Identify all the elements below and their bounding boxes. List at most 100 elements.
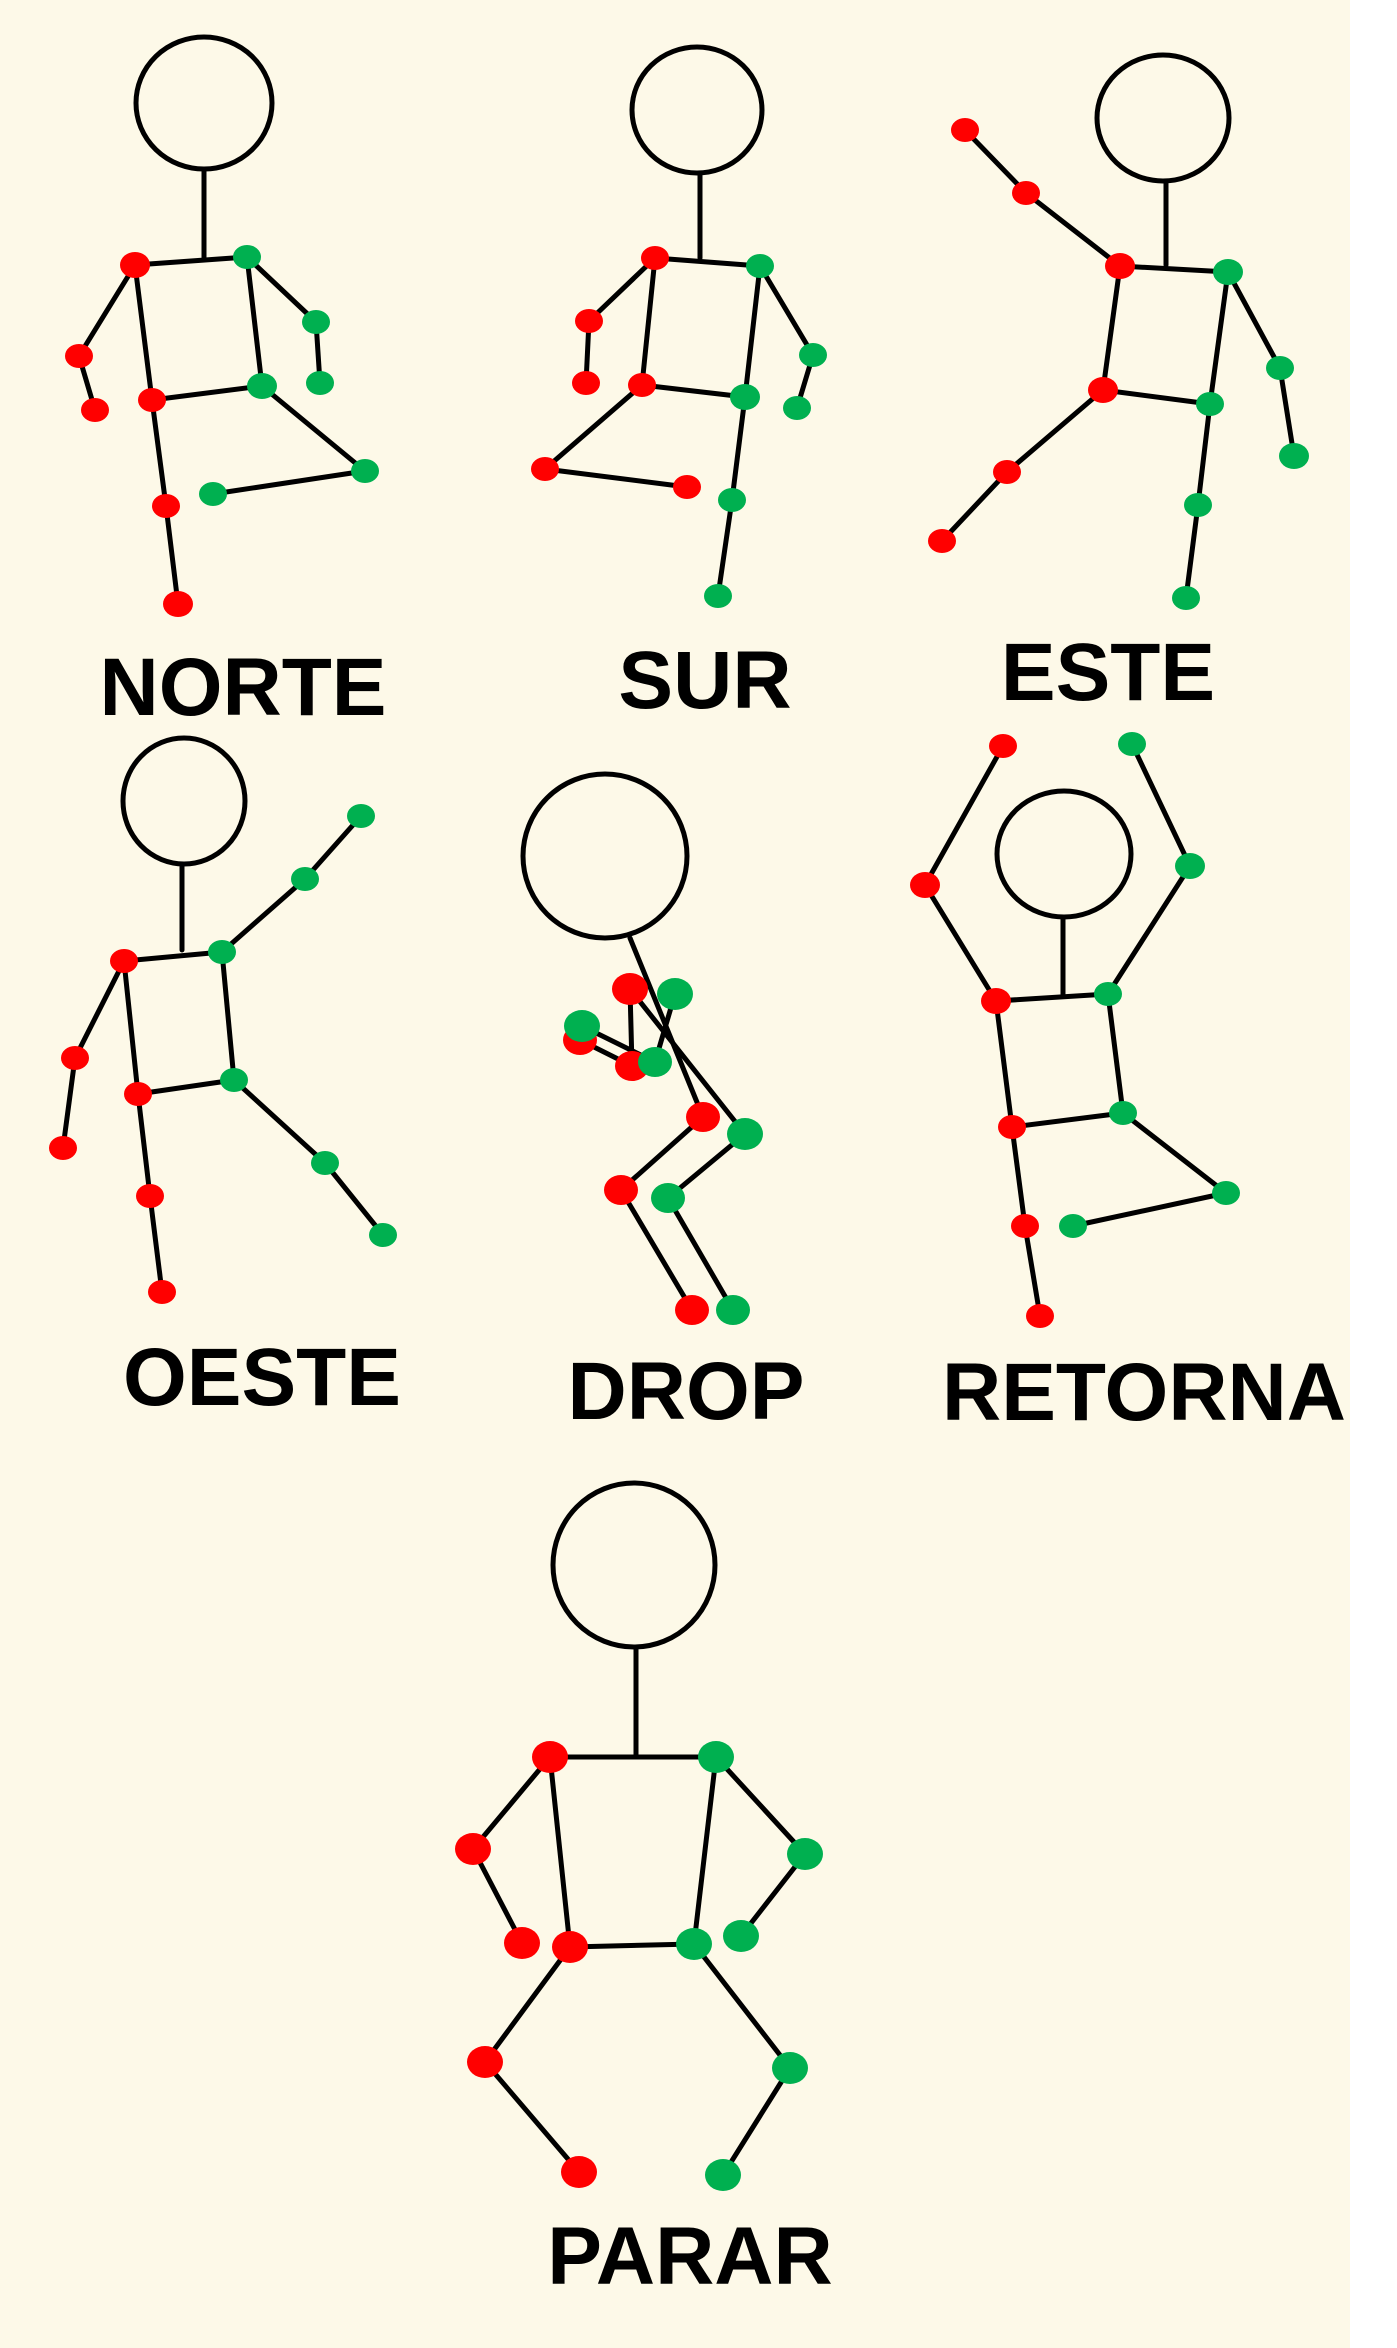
retorna-bone-rs-re (1105, 863, 1193, 997)
norte-bone-ls-rs (132, 254, 250, 268)
oeste-bone-re-rh (302, 813, 364, 882)
oeste-bone-rs-re (219, 876, 308, 955)
retorna-bone-lp-lk (1009, 1124, 1028, 1229)
este-bone-ls-lp (1100, 263, 1123, 393)
drop-right-hip-joint (727, 1118, 763, 1150)
parar-bone-lp-lk (482, 1944, 573, 2065)
norte-label: NORTE (100, 642, 387, 733)
retorna-bone-ls-rs (993, 991, 1111, 1004)
sur-bone-ls-rs (652, 255, 763, 269)
este-right-hand-joint (1279, 443, 1309, 469)
retorna-bone-rk-rf (1070, 1190, 1229, 1229)
retorna-right-hand-joint (1118, 732, 1146, 756)
este-right-elbow-joint (1266, 356, 1294, 380)
oeste-bone-ls-rs (121, 949, 225, 964)
retorna-bone-le-lh (922, 743, 1006, 888)
norte-bone-rk-rf (210, 468, 368, 497)
parar-right-shoulder-joint (698, 1741, 734, 1773)
retorna-left-knee-joint (1011, 1214, 1039, 1238)
oeste-right-shoulder-joint (208, 940, 236, 964)
este-bone-rs-rp (1207, 269, 1231, 407)
oeste-label: OESTE (123, 1332, 401, 1423)
retorna-left-foot-joint (1026, 1304, 1054, 1328)
drop-label: DROP (568, 1346, 805, 1437)
retorna-right-knee-joint (1212, 1181, 1240, 1205)
sur-bone-lp-rp (639, 382, 748, 400)
sur-left-shoulder-joint (641, 246, 669, 270)
pose-norte: NORTE (65, 34, 387, 733)
drop-left-knee-joint (604, 1175, 638, 1205)
norte-right-hand-joint (306, 371, 334, 395)
sur-left-hip-joint (628, 373, 656, 397)
norte-left-hip-joint (138, 388, 166, 412)
parar-bone-le-lh (470, 1846, 525, 1946)
parar-bone-rs-re (713, 1754, 808, 1857)
drop-head (520, 771, 690, 941)
sur-left-elbow-joint (575, 309, 603, 333)
norte-left-foot-joint (163, 591, 193, 617)
este-left-foot-joint (928, 529, 956, 553)
oeste-bone-rk-rf (322, 1160, 386, 1238)
este-bone-lk-lf (939, 469, 1010, 544)
parar-bone-lp-rp (567, 1941, 697, 1950)
drop-right-elbow-joint (564, 1010, 600, 1042)
parar-right-knee-joint (772, 2052, 808, 2084)
oeste-right-foot-joint (369, 1223, 397, 1247)
oeste-left-elbow-joint (61, 1046, 89, 1070)
norte-left-shoulder-joint (120, 252, 150, 278)
drop-bone-rk-rf (665, 1195, 736, 1313)
este-left-hand-joint (951, 118, 979, 142)
parar-left-hip-joint (552, 1931, 588, 1963)
norte-right-elbow-joint (302, 310, 330, 334)
oeste-bone-ls-le (72, 958, 127, 1061)
retorna-bone-rs-rp (1105, 991, 1126, 1116)
este-label: ESTE (1001, 627, 1215, 718)
retorna-right-foot-joint (1059, 1214, 1087, 1238)
oeste-left-knee-joint (136, 1184, 164, 1208)
oeste-left-shoulder-joint (110, 949, 138, 973)
drop-left-foot-joint (675, 1295, 709, 1325)
este-bone-re-rh (1277, 365, 1297, 459)
norte-right-knee-joint (351, 459, 379, 483)
norte-bone-rp-rk (259, 383, 368, 474)
drop-right-hand-joint (638, 1047, 672, 1077)
retorna-left-hip-joint (998, 1115, 1026, 1139)
sur-left-knee-joint (531, 457, 559, 481)
parar-head (550, 1480, 718, 1650)
pose-oeste: OESTE (49, 735, 401, 1423)
retorna-right-elbow-joint (1175, 853, 1205, 879)
sur-bone-rp-rk (729, 394, 748, 503)
parar-right-foot-joint (705, 2159, 741, 2191)
norte-left-elbow-joint (65, 344, 93, 368)
retorna-bone-ls-lp (993, 998, 1015, 1130)
este-bone-rp-rk (1195, 401, 1213, 508)
este-right-hip-joint (1196, 392, 1224, 416)
sur-bone-rs-re (757, 263, 816, 358)
sur-bone-lp-lk (542, 382, 645, 472)
retorna-bone-ls-le (922, 882, 999, 1004)
norte-bone-rs-rp (244, 254, 265, 389)
oeste-right-knee-joint (311, 1151, 339, 1175)
sur-left-hand-joint (572, 371, 600, 395)
parar-bone-lk-lf (482, 2059, 582, 2175)
oeste-left-foot-joint (148, 1280, 176, 1304)
oeste-bone-ls-lp (121, 958, 141, 1097)
drop-left-hip-joint (686, 1102, 720, 1132)
pose-retorna: RETORNA (910, 732, 1346, 1438)
norte-right-foot-joint (199, 482, 227, 506)
parar-bone-ls-le (470, 1754, 553, 1852)
sur-right-hand-joint (783, 396, 811, 420)
sur-right-elbow-joint (799, 343, 827, 367)
sur-bone-ls-le (586, 255, 658, 324)
este-left-shoulder-joint (1105, 253, 1135, 279)
este-left-hip-joint (1088, 377, 1118, 403)
norte-bone-ls-lp (132, 262, 155, 403)
drop-right-knee-joint (651, 1183, 685, 1213)
sur-right-foot-joint (704, 584, 732, 608)
sur-right-knee-joint (718, 488, 746, 512)
retorna-bone-re-rh (1129, 741, 1193, 869)
norte-head (133, 34, 275, 172)
norte-right-shoulder-joint (233, 245, 261, 269)
norte-right-hip-joint (247, 373, 277, 399)
